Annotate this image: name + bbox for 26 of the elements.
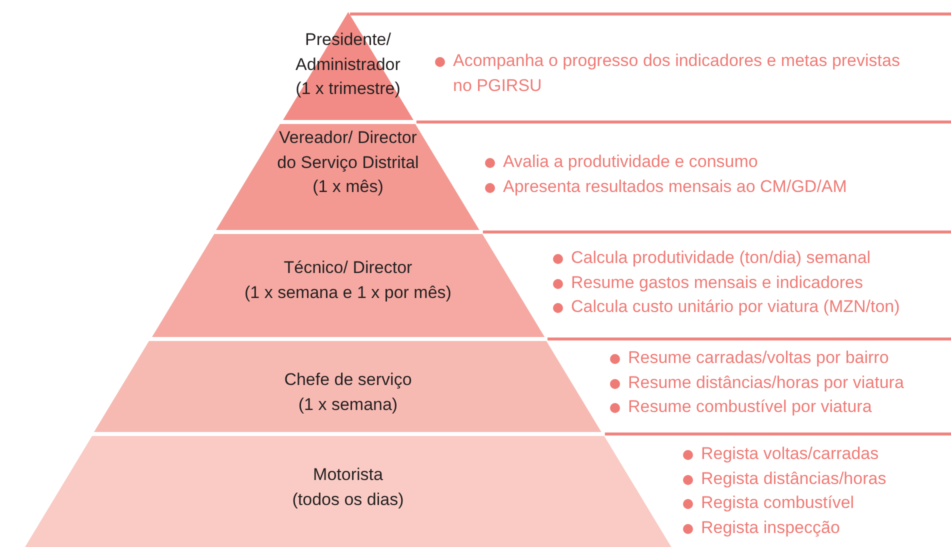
frequency-label: (1 x semana e 1 x por mês) <box>244 282 452 304</box>
bullet-item: Resume carradas/voltas por bairro <box>610 346 950 370</box>
bullet-item: Resume combustível por viatura <box>610 395 950 420</box>
bullet-item: Regista voltas/carradas <box>683 442 943 466</box>
role-label: Vereador/ Director do Serviço Distrital <box>276 127 420 174</box>
frequency-label: (1 x mês) <box>312 176 384 198</box>
bullet-item: Acompanha o progresso dos indicadores e metas previstas no PGIRSU <box>435 49 905 98</box>
role-label: Motorista <box>313 464 383 486</box>
role-label: Técnico/ Director <box>284 257 412 279</box>
bullet-item: Resume distâncias/horas por viatura <box>610 370 950 395</box>
pyramid-tier <box>216 124 480 230</box>
pyramid-tier <box>24 436 672 547</box>
bullet-item: Resume gastos mensais e indicadores <box>553 270 951 295</box>
bullet-item: Apresenta resultados mensais ao CM/GD/AM <box>485 174 945 199</box>
bullet-item: Regista distâncias/horas <box>683 466 943 491</box>
bullet-item: Calcula produtividade (ton/dia) semanal <box>553 246 951 270</box>
role-label: Chefe de serviço <box>284 369 412 391</box>
bullet-item: Calcula custo unitário por viatura (MZN/ton) <box>553 295 951 320</box>
pyramid-tier <box>282 12 414 120</box>
bullet-item: Avalia a produtividade e consumo <box>485 150 945 174</box>
frequency-label: (1 x semana) <box>298 394 398 416</box>
bullet-item: Regista inspecção <box>683 516 943 540</box>
bullet-item: Regista combustível <box>683 491 943 516</box>
pyramid-tier <box>94 341 602 432</box>
frequency-label: (todos os dias) <box>292 488 404 510</box>
pyramid-tier <box>152 234 544 337</box>
